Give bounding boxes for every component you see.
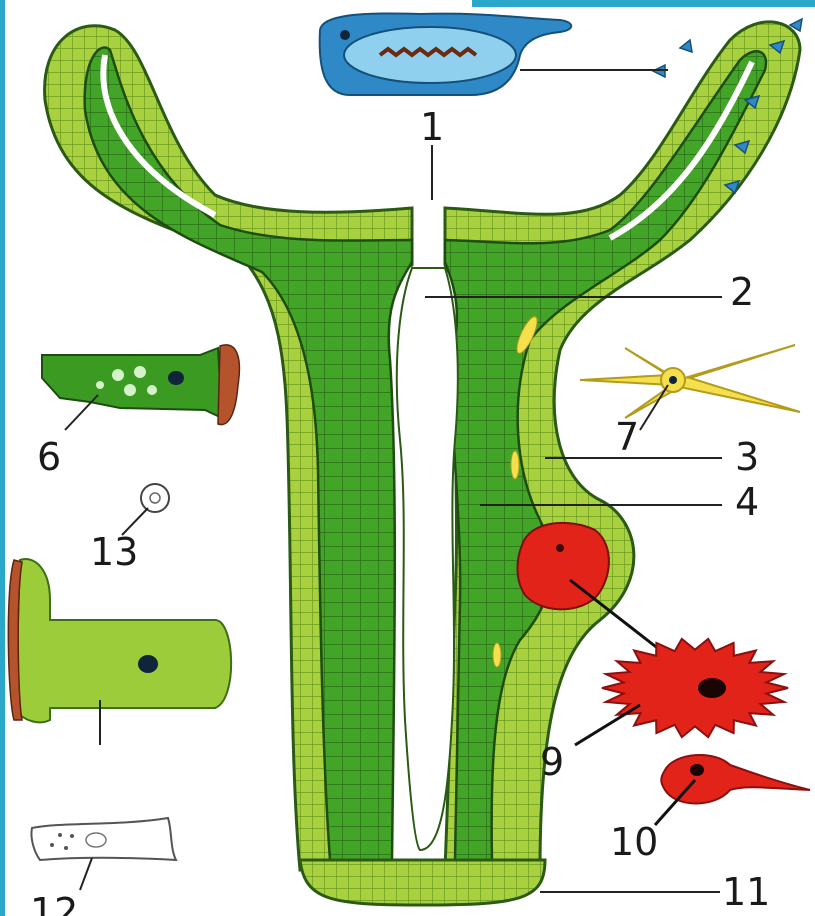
label-6: 6 [37,435,61,479]
label-4: 4 [735,480,759,524]
label-9: 9 [540,740,564,784]
endoderm-layer-left [85,48,412,861]
small-cell [141,484,169,512]
label-7: 7 [615,415,639,459]
egg-cell [602,639,788,737]
label-1: 1 [420,105,444,149]
label-11: 11 [722,870,770,914]
leader-12 [80,858,92,890]
label-13: 13 [90,530,138,574]
label-10: 10 [610,820,658,864]
epitheliomuscular-cell [8,559,231,722]
label-12: 12 [30,890,78,916]
label-2: 2 [730,270,754,314]
ovary [517,523,608,609]
digestive-cell [42,345,239,425]
basal-disc [300,860,545,905]
label-3: 3 [735,435,759,479]
cnidocyte-cell [320,13,572,95]
leader-9 [575,705,640,745]
gastric-cavity [397,268,458,850]
gland-cell [31,818,176,860]
nerve-cell [580,345,800,418]
sperm-cell [661,755,810,804]
